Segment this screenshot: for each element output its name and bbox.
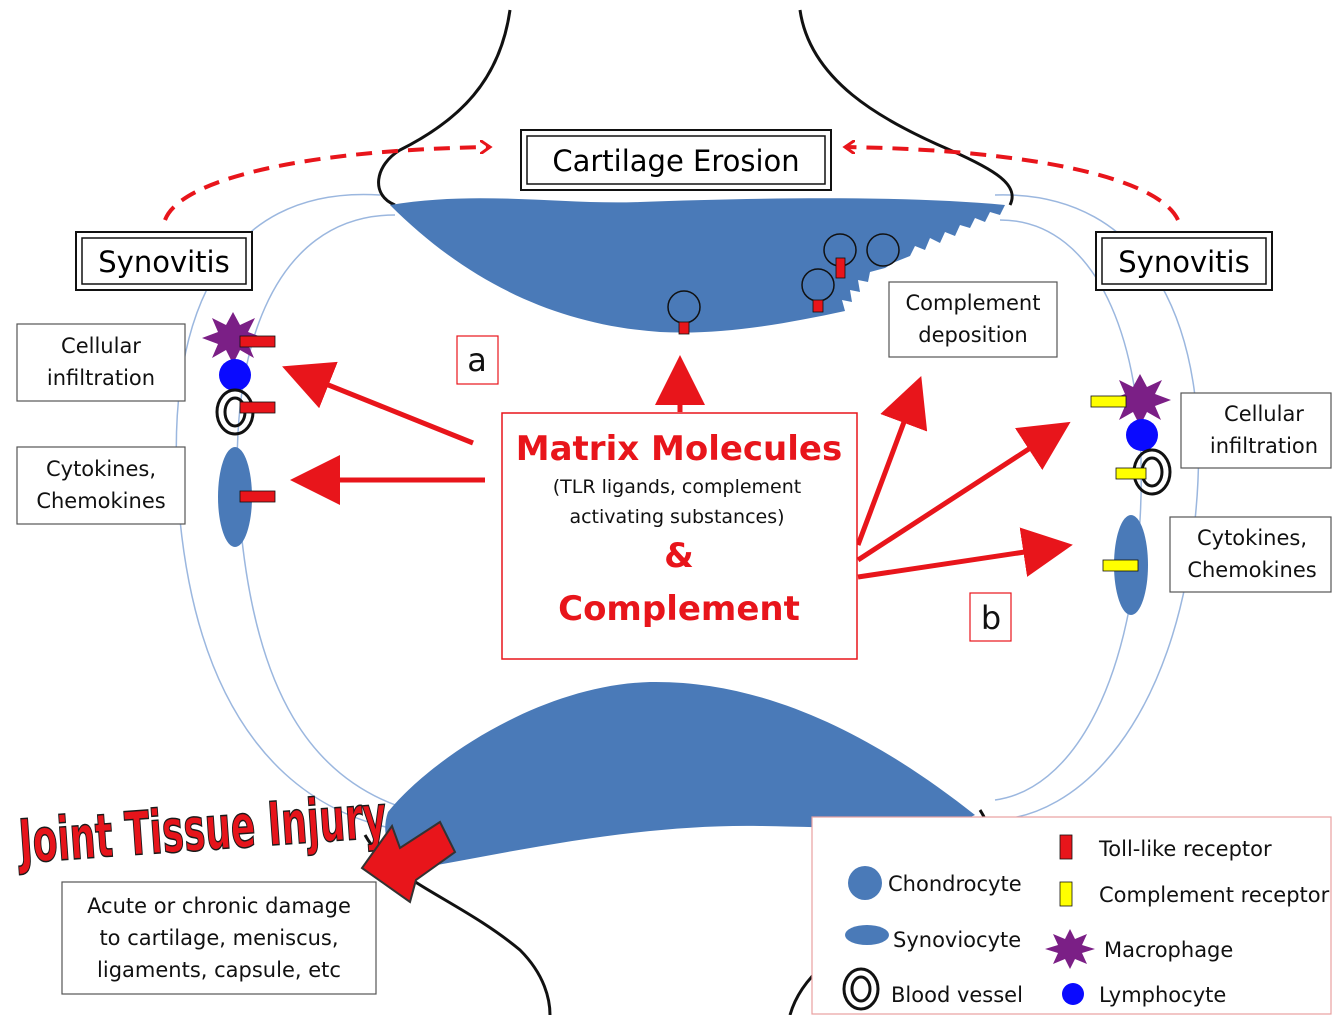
legend-blood-vessel: Blood vessel — [891, 983, 1023, 1007]
legend-complement-receptor-icon — [1059, 881, 1073, 907]
right-cytokines-line2: Chemokines — [1187, 558, 1316, 582]
legend-macrophage-icon — [1045, 929, 1095, 969]
legend-chondrocyte-icon — [848, 866, 882, 900]
label-b-box: b — [969, 592, 1012, 642]
complement-deposition-line1: Complement — [906, 291, 1041, 315]
legend-blood-vessel-icon — [842, 967, 880, 1011]
matrix-subtitle-line2: activating substances) — [569, 506, 784, 528]
injury-arrow-icon — [360, 820, 457, 904]
joint-tissue-injury: Joint Tissue Injury — [14, 782, 388, 878]
label-b: b — [981, 599, 1001, 637]
legend-chondrocyte: Chondrocyte — [888, 872, 1022, 896]
complement-deposition-line2: deposition — [918, 323, 1027, 347]
legend-lymphocyte-icon — [1062, 983, 1084, 1005]
dashed-arrows — [163, 147, 1180, 221]
ampersand: & — [664, 536, 694, 576]
left-macrophage-icon — [202, 312, 264, 364]
right-complement-receptors — [1090, 395, 1147, 572]
left-cytokines-box: Cytokines, Chemokines — [16, 446, 186, 525]
label-a: a — [467, 341, 487, 379]
left-synoviocyte-icon — [218, 447, 252, 547]
legend-macrophage: Macrophage — [1104, 938, 1233, 962]
legend-tlr: Toll-like receptor — [1098, 837, 1272, 861]
left-cytokines-line2: Chemokines — [36, 489, 165, 513]
title: Cartilage Erosion — [552, 144, 799, 178]
right-cellular-box: Cellular infiltration — [1180, 392, 1332, 469]
legend-synoviocyte: Synoviocyte — [893, 928, 1021, 952]
legend-tlr-icon — [1059, 834, 1073, 860]
right-cytokines-box: Cytokines, Chemokines — [1169, 516, 1332, 593]
synovitis-right-label: Synovitis — [1118, 245, 1249, 279]
legend-lymphocyte: Lymphocyte — [1099, 983, 1226, 1007]
upper-cartilage — [390, 198, 1005, 333]
right-lymphocyte-icon — [1126, 419, 1158, 451]
damage-box: Acute or chronic damage to cartilage, me… — [61, 881, 377, 995]
right-cytokines-line1: Cytokines, — [1197, 526, 1307, 550]
damage-line3: ligaments, capsule, etc — [97, 958, 341, 982]
matrix-subtitle-line1: (TLR ligands, complement — [553, 476, 801, 498]
red-arrows — [282, 355, 1073, 580]
left-cellular-box: Cellular infiltration — [16, 323, 186, 402]
synovitis-left-box: Synovitis — [75, 231, 253, 291]
matrix-molecules-title: Matrix Molecules — [516, 429, 842, 469]
synovitis-right-box: Synovitis — [1095, 231, 1273, 291]
damage-line2: to cartilage, meniscus, — [99, 926, 338, 950]
upper-bone-outline — [377, 9, 1014, 207]
label-a-box: a — [456, 335, 499, 385]
left-cellular-line1: Cellular — [61, 334, 141, 358]
synovitis-left-label: Synovitis — [98, 245, 229, 279]
left-tlr-receptors — [239, 335, 276, 503]
right-macrophage-icon — [1109, 374, 1171, 426]
cartilage-erosion-box: Cartilage Erosion — [520, 129, 832, 191]
legend-complement-receptor: Complement receptor — [1099, 883, 1330, 907]
left-cytokines-line1: Cytokines, — [46, 457, 156, 481]
damage-line1: Acute or chronic damage — [87, 894, 351, 918]
left-cellular-line2: infiltration — [47, 366, 155, 390]
legend-synoviocyte-icon — [845, 925, 889, 945]
right-cellular-line1: Cellular — [1224, 402, 1304, 426]
right-cellular-line2: infiltration — [1210, 434, 1318, 458]
complement-title: Complement — [558, 589, 800, 629]
upper-tlr-receptors — [678, 257, 846, 335]
legend: Chondrocyte Synoviocyte Blood vessel Tol… — [811, 816, 1332, 1015]
matrix-molecules-box: Matrix Molecules (TLR ligands, complemen… — [501, 412, 858, 660]
left-lymphocyte-icon — [219, 359, 251, 391]
complement-deposition-box: Complement deposition — [888, 281, 1058, 358]
